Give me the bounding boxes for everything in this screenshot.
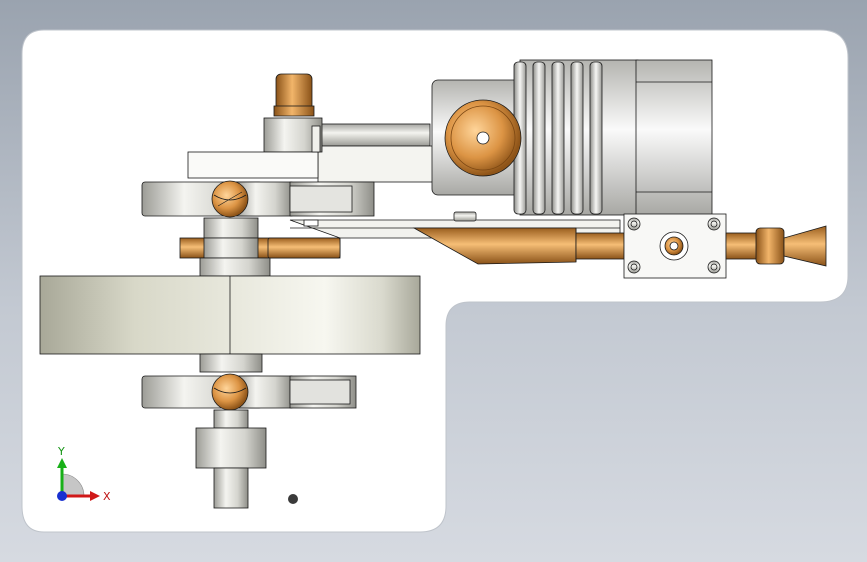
exhaust-nozzle <box>783 225 827 267</box>
cooling-fin <box>589 61 603 215</box>
valve-pipe-right <box>725 232 761 260</box>
z-axis-dot <box>57 491 67 501</box>
lower-collar <box>195 427 267 469</box>
block-screw <box>707 260 721 274</box>
lower-bearing-ball[interactable] <box>211 373 249 411</box>
block-screw <box>627 217 641 231</box>
cooling-fin <box>570 61 584 215</box>
block-screw <box>627 260 641 274</box>
connecting-rod-lower <box>317 145 437 183</box>
reference-point <box>288 494 298 504</box>
coordinate-triad: X Y <box>57 445 111 503</box>
block-screw <box>707 217 721 231</box>
bearing-cap <box>187 151 319 179</box>
x-axis-label: X <box>103 490 111 503</box>
pin <box>303 219 319 227</box>
y-axis-label: Y <box>57 445 65 458</box>
cooling-fin <box>532 61 546 215</box>
connecting-rod[interactable] <box>317 123 431 147</box>
piston-pin-hole <box>476 131 490 145</box>
hex-fitting[interactable] <box>755 227 785 265</box>
shaft-end <box>213 467 249 509</box>
valve-nut <box>453 211 477 222</box>
cooling-fin <box>551 61 565 215</box>
valve-pipe-left <box>575 232 625 260</box>
